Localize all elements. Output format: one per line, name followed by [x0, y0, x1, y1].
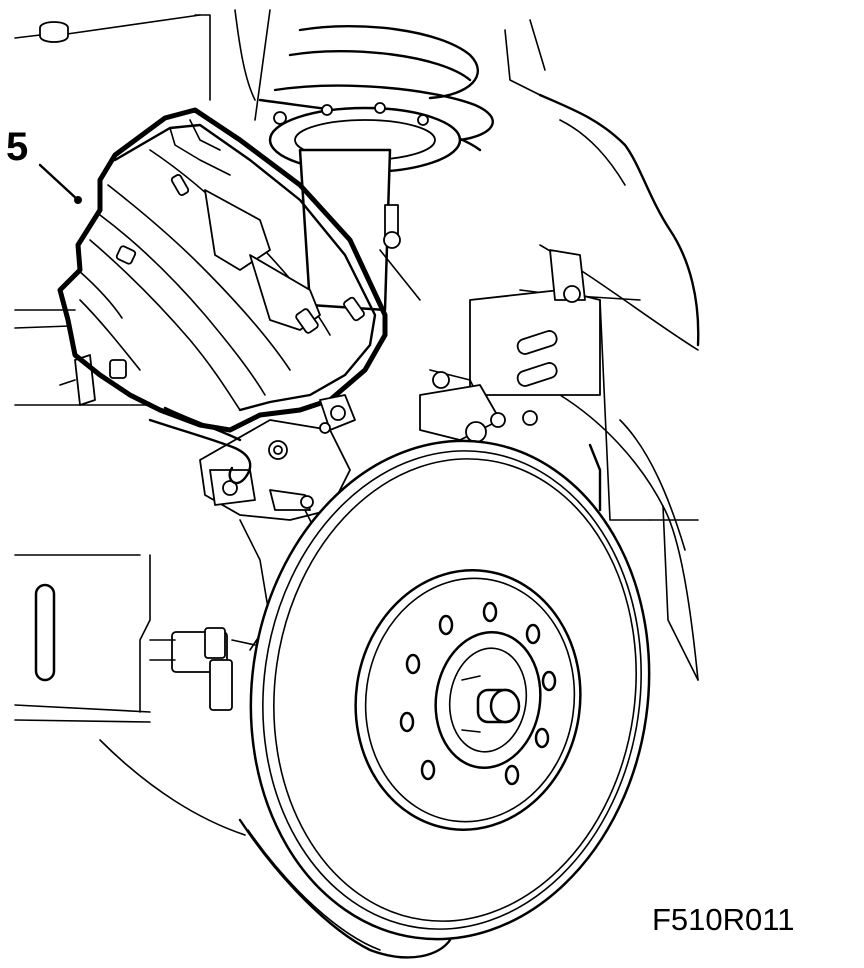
- brake-caliper: [57, 107, 388, 434]
- figure-code: F510R011: [652, 902, 794, 937]
- brake-disc: [238, 439, 651, 959]
- mounting-bracket: [469, 249, 601, 396]
- strut-and-spring: [194, 9, 494, 312]
- wheel-bolt-holes: [399, 601, 557, 786]
- cable-upper-left: [14, 14, 201, 43]
- body-panel-left: [14, 309, 246, 836]
- callout-leader: [38, 163, 82, 204]
- callout-number: 5: [6, 125, 28, 169]
- steering-knuckle: [149, 369, 538, 711]
- brake-hose: [59, 354, 314, 511]
